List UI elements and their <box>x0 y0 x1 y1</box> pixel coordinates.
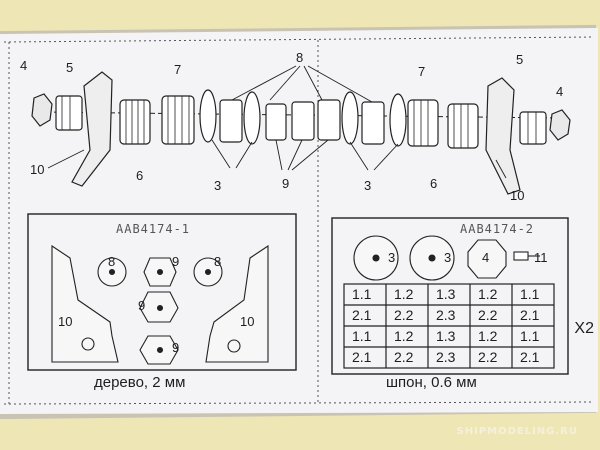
part-4-left <box>31 93 53 127</box>
multiplier-label: X2 <box>574 320 594 337</box>
part-5-left <box>55 95 83 131</box>
wood-label-9-mid: 9 <box>138 298 146 313</box>
veneer-label-3-right: 3 <box>444 250 452 265</box>
label-4-right: 4 <box>556 84 564 99</box>
label-7-left: 7 <box>174 62 182 77</box>
part-6-right <box>447 103 479 149</box>
wood-label-8-right: 8 <box>214 254 222 269</box>
veneer-grid-cell: 2.1 <box>352 307 372 323</box>
veneer-grid-cell: 2.3 <box>436 349 456 365</box>
part-10-left <box>71 71 113 187</box>
part-8-left <box>219 99 243 143</box>
part-5-right <box>519 111 547 145</box>
veneer-grid-cell: 2.3 <box>436 307 456 323</box>
veneer-grid-cell: 1.1 <box>352 328 372 344</box>
wood-sheet-code: AAB4174-1 <box>116 222 191 236</box>
veneer-grid-cell: 2.2 <box>478 307 498 323</box>
label-7-right: 7 <box>418 64 426 79</box>
wood-label-10-left: 10 <box>58 314 73 329</box>
veneer-label-4: 4 <box>482 250 490 265</box>
disc-4 <box>467 239 507 279</box>
wood-label-9-low: 9 <box>172 340 180 355</box>
label-6-right: 6 <box>430 176 438 191</box>
part-7-left <box>161 95 195 145</box>
veneer-sheet-code: AAB4174-2 <box>460 222 535 236</box>
wood-sheet-frame <box>27 213 297 371</box>
veneer-grid-cell: 2.2 <box>394 307 414 323</box>
label-3-left: 3 <box>214 178 222 193</box>
label-10-left: 10 <box>30 162 45 177</box>
veneer-label-3-left: 3 <box>388 250 396 265</box>
wood-sheet-parts <box>51 244 269 365</box>
label-5-right: 5 <box>516 52 524 67</box>
veneer-grid-cell: 2.1 <box>352 349 372 365</box>
veneer-grid-cell: 1.1 <box>520 328 540 344</box>
label-10-right: 10 <box>510 188 525 203</box>
part-4-right <box>549 109 571 141</box>
label-6-left: 6 <box>136 168 144 183</box>
veneer-label-11: 11 <box>534 250 548 265</box>
label-5-left: 5 <box>66 60 74 75</box>
veneer-grid-cell: 2.2 <box>394 349 414 365</box>
veneer-grid-cell: 1.2 <box>394 286 414 302</box>
wood-label-8-left: 8 <box>108 254 116 269</box>
veneer-grid-cell: 1.1 <box>520 286 540 302</box>
veneer-grid <box>343 283 555 369</box>
part-10-right <box>485 77 521 195</box>
veneer-sheet-parts <box>343 235 555 369</box>
perforation-bottom <box>3 401 595 405</box>
veneer-grid-cell: 1.1 <box>352 286 372 302</box>
label-4-left: 4 <box>20 58 28 73</box>
part-8-right <box>361 101 385 145</box>
exploded-assembly <box>31 65 571 195</box>
veneer-grid-cell: 2.1 <box>520 307 540 323</box>
veneer-grid-cell: 1.3 <box>436 328 456 344</box>
veneer-grid-cell: 2.1 <box>520 349 540 365</box>
veneer-grid-cell: 1.2 <box>478 328 498 344</box>
veneer-grid-cell: 1.3 <box>436 286 456 302</box>
wood-label-10-right: 10 <box>240 314 255 329</box>
watermark: SHIPMODELING.RU <box>456 426 578 437</box>
label-8: 8 <box>296 50 304 65</box>
part-6-left <box>119 99 151 145</box>
part-7-right <box>407 99 439 147</box>
part-11 <box>513 251 529 261</box>
veneer-grid-cell: 2.2 <box>478 349 498 365</box>
label-9: 9 <box>282 176 290 191</box>
veneer-grid-cell: 1.2 <box>478 286 498 302</box>
wood-sheet-caption: дерево, 2 мм <box>94 374 186 391</box>
label-3-right: 3 <box>364 178 372 193</box>
perforation-top <box>3 36 595 43</box>
veneer-sheet-caption: шпон, 0.6 мм <box>386 374 477 391</box>
veneer-grid-cell: 1.2 <box>394 328 414 344</box>
wood-label-9-top: 9 <box>172 254 180 269</box>
veneer-sheet-frame <box>331 217 569 375</box>
